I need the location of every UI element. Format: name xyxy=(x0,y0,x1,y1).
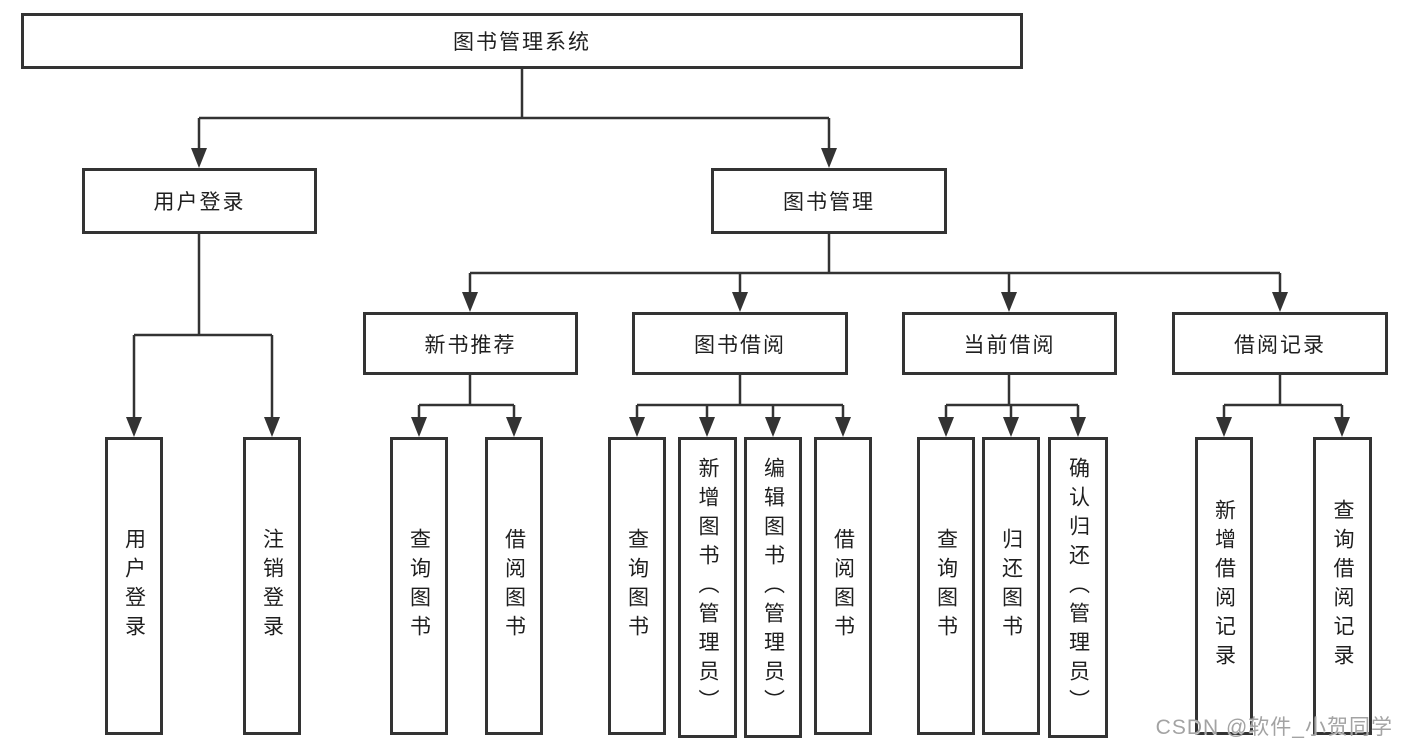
leaf-records-query-record: 查询借阅记录 xyxy=(1313,437,1372,735)
leaf-newbook-query-books: 查询图书 xyxy=(390,437,448,735)
node-new-book-recommend: 新书推荐 xyxy=(363,312,578,375)
leaf-current-query-books: 查询图书 xyxy=(917,437,975,735)
node-user-login: 用户登录 xyxy=(82,168,317,234)
leaf-borrow-query-books: 查询图书 xyxy=(608,437,666,735)
node-root-system: 图书管理系统 xyxy=(21,13,1023,69)
leaf-current-return-books: 归还图书 xyxy=(982,437,1040,735)
leaf-borrow-add-books-admin: 新增图书（管理员） xyxy=(678,437,737,738)
node-current-borrow: 当前借阅 xyxy=(902,312,1117,375)
leaf-logout: 注销登录 xyxy=(243,437,301,735)
leaf-records-add-record: 新增借阅记录 xyxy=(1195,437,1253,735)
leaf-user-login: 用户登录 xyxy=(105,437,163,735)
leaf-borrow-edit-books-admin: 编辑图书（管理员） xyxy=(744,437,802,738)
leaf-borrow-borrow-books: 借阅图书 xyxy=(814,437,872,735)
node-book-management: 图书管理 xyxy=(711,168,947,234)
leaf-current-confirm-return-admin: 确认归还（管理员） xyxy=(1048,437,1108,738)
csdn-watermark: CSDN @软件_小贺同学 xyxy=(1155,716,1393,739)
node-borrow-records: 借阅记录 xyxy=(1172,312,1388,375)
node-book-borrow: 图书借阅 xyxy=(632,312,848,375)
leaf-newbook-borrow-books: 借阅图书 xyxy=(485,437,543,735)
